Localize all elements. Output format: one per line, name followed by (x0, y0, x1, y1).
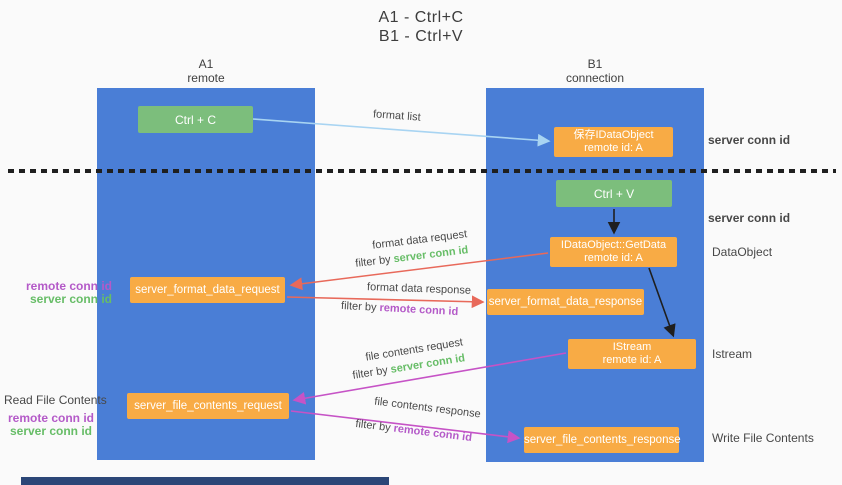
bottom-window-edge (21, 477, 389, 485)
lane-header-b1: B1 connection (486, 57, 704, 85)
node-server-format-data-request: server_format_data_request (130, 277, 285, 303)
node-server-format-data-response: server_format_data_response (487, 289, 644, 315)
node-idataobject-getdata: IDataObject::GetData remote id: A (550, 237, 677, 267)
node-server-file-contents-response: server_file_contents_response (524, 427, 681, 453)
lane-b1-title: B1 (587, 57, 603, 71)
lane-a1-title: A1 (198, 57, 214, 71)
diagram-title-line2: B1 - Ctrl+V (378, 28, 464, 45)
node-server-file-contents-request-label: server_file_contents_request (134, 399, 282, 412)
right-label-dataobject: DataObject (712, 245, 773, 259)
filter-by-prefix: filter by (351, 364, 389, 382)
lane-header-a1: A1 remote (97, 57, 315, 85)
node-istream-line1: IStream (612, 341, 652, 353)
node-server-file-contents-request: server_file_contents_request (127, 393, 289, 419)
right-label-server-conn-id-1: server conn id (708, 133, 791, 147)
node-ctrl-v: Ctrl + V (556, 180, 672, 207)
node-save-idataobject: 保存IDataObject remote id: A (554, 127, 673, 157)
node-ctrl-c: Ctrl + C (138, 106, 253, 133)
lane-a1-subtitle: remote (187, 71, 225, 85)
node-server-file-contents-response-label: server_file_contents_response (524, 433, 681, 446)
label-format-data-response: format data response (366, 281, 472, 297)
left-label-pair-format: remote conn id server conn id (8, 280, 112, 306)
filter-by-prefix: filter by (354, 253, 392, 270)
right-label-write-file-contents: Write File Contents (712, 431, 814, 445)
node-server-format-data-request-label: server_format_data_request (135, 283, 280, 296)
filter-by-prefix: filter by (354, 417, 392, 435)
left-label-read-file-contents: Read File Contents (4, 393, 107, 407)
node-getdata-line1: IDataObject::GetData (560, 239, 667, 251)
node-ctrl-c-label: Ctrl + C (174, 112, 216, 127)
dotted-separator-line (8, 169, 836, 173)
node-ctrl-v-label: Ctrl + V (593, 186, 635, 201)
right-label-istream: Istream (712, 347, 753, 361)
node-istream-line2: remote id: A (602, 354, 662, 366)
diagram-title-line1: A1 - Ctrl+C (378, 9, 464, 26)
node-getdata-line2: remote id: A (584, 252, 643, 264)
left-label-remote-conn-id-1: remote conn id (25, 279, 112, 293)
label-file-contents-response: file contents response (373, 395, 482, 421)
left-label-server-conn-id-1: server conn id (29, 292, 112, 306)
label-format-list: format list (372, 108, 422, 124)
left-label-remote-conn-id-2: remote conn id (8, 411, 95, 425)
node-save-idataobject-line2: remote id: A (584, 142, 643, 154)
left-label-server-conn-id-2: server conn id (9, 424, 92, 438)
filter-by-prefix: filter by (340, 299, 377, 314)
filter-target-remote-conn-id: remote conn id (392, 422, 473, 445)
node-server-format-data-response-label: server_format_data_response (488, 295, 643, 308)
diagram-title: A1 - Ctrl+C B1 - Ctrl+V (300, 8, 542, 46)
left-label-pair-file: remote conn id server conn id (8, 411, 95, 438)
filter-target-remote-conn-id: remote conn id (379, 301, 459, 319)
node-istream: IStream remote id: A (568, 339, 696, 369)
lane-b1-subtitle: connection (565, 71, 625, 85)
node-save-idataobject-line1: 保存IDataObject (573, 129, 654, 141)
right-label-server-conn-id-2: server conn id (708, 211, 791, 225)
